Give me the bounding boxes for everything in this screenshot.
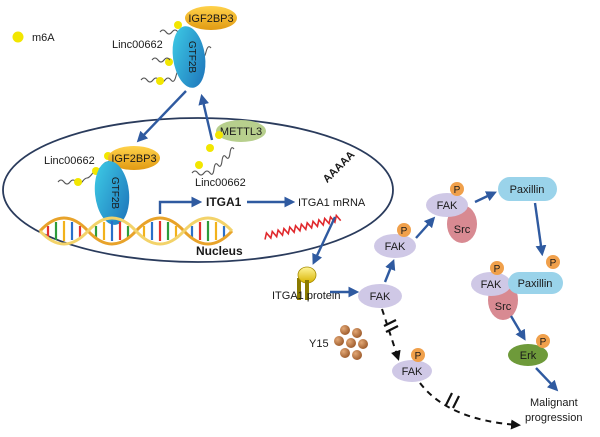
- arrow-complex-to-paxillin: [474, 191, 497, 204]
- linc00662-rna-mettl3: [191, 147, 235, 176]
- m6a-dot: [156, 77, 164, 85]
- mettl3-complex: METTL3 Linc00662: [191, 120, 266, 189]
- itga1-protein-label: ITGA1 protein: [272, 290, 340, 302]
- paxillin-label: Paxillin: [510, 184, 545, 196]
- itga1-mrna-label: ITGA1 mRNA: [298, 197, 366, 209]
- phospho-label: P: [454, 185, 461, 196]
- dna-base-pairs: [46, 221, 226, 241]
- itga1-protein-icon: [297, 266, 317, 300]
- fak-node-phospho: [374, 234, 416, 258]
- erk-node: [508, 344, 548, 366]
- linc00662-rna-top-tail: [151, 29, 179, 63]
- phospho-badge: [546, 255, 560, 269]
- m6a-dot: [206, 144, 214, 152]
- linc00662-label-top: Linc00662: [112, 39, 163, 51]
- phospho-badge: [536, 334, 550, 348]
- m6a-dot: [174, 21, 182, 29]
- m6a-legend-dot: [12, 31, 24, 43]
- phospho-badge: [411, 348, 425, 362]
- phospho-badge: [397, 223, 411, 237]
- phospho-label: P: [540, 337, 547, 348]
- dna-strand-b: [38, 216, 234, 246]
- nuclear-linc-complex: Linc00662 IGF2BP3 GTF2B: [44, 146, 160, 225]
- linc00662-label-mettl3: Linc00662: [195, 177, 246, 189]
- src-label: Src: [454, 224, 471, 236]
- igf2bp3-protein-top: [185, 6, 237, 30]
- phospho-label: P: [550, 258, 557, 269]
- gtf2b-protein-nuclear: [94, 161, 130, 225]
- fak-label: FAK: [437, 200, 458, 212]
- dashed-arrow-to-malignant-inhibited: [419, 382, 521, 430]
- dashed-arrow-fak-to-pfak-inhibited: [381, 308, 401, 361]
- arrow-paxillin-down: [533, 202, 547, 257]
- nucleus-membrane: [2, 117, 394, 263]
- fak-node-complex: [426, 193, 468, 217]
- phospho-badge: [490, 261, 504, 275]
- inhibition-mark: [445, 392, 460, 409]
- dna-double-helix: [38, 216, 234, 246]
- paxillin-node-complex: [508, 272, 563, 294]
- m6a-dot: [195, 161, 203, 169]
- arrow-translation: [312, 216, 337, 265]
- igf2bp3-protein-nuclear: [108, 146, 160, 170]
- phospho-label: P: [401, 226, 408, 237]
- itga1-mrna-molecule: [264, 213, 342, 240]
- mettl3-label: METTL3: [220, 126, 262, 138]
- paxillin-node: [498, 177, 557, 201]
- cytoplasm-linc-complex: GTF2B IGF2BP3 Linc00662: [112, 6, 237, 88]
- src-label: Src: [495, 301, 512, 313]
- arrow-complex-to-nucleus: [136, 90, 187, 143]
- phospho-badge: [450, 182, 464, 196]
- fak-label: FAK: [481, 279, 502, 291]
- poly-a-tail: AAAAA: [321, 149, 358, 186]
- malignant-progression-label-line1: Malignant: [530, 397, 578, 409]
- igf2bp3-label-nuclear: IGF2BP3: [111, 153, 156, 165]
- m6a-legend-label: m6A: [32, 32, 55, 44]
- m6a-dot: [74, 178, 82, 186]
- phospho-label: P: [494, 264, 501, 275]
- fak-node-lower-complex: [471, 272, 511, 296]
- fak-label: FAK: [385, 241, 406, 253]
- fak-label: FAK: [402, 366, 423, 378]
- m6a-dot: [215, 131, 223, 139]
- itga1-gene-label: ITGA1: [206, 195, 242, 209]
- gtf2b-label-nuclear: GTF2B: [109, 177, 120, 210]
- arrow-erk-to-malignant: [535, 367, 559, 392]
- arrow-complex-to-erk: [509, 315, 526, 341]
- fak-node-membrane: [358, 284, 402, 308]
- arrow-nucleus-to-cytoplasm: [198, 93, 214, 141]
- nucleus-label: Nucleus: [196, 244, 243, 258]
- paxillin-label: Paxillin: [518, 278, 553, 290]
- arrow-fak-to-pfak: [383, 258, 396, 283]
- linc00662-label-nuclear: Linc00662: [44, 155, 95, 167]
- fak-label: FAK: [370, 291, 391, 303]
- y15-label: Y15: [309, 338, 329, 350]
- y15-inhibitor-icon: [334, 325, 368, 360]
- arrow-pfak-to-fak-src: [415, 216, 436, 239]
- igf2bp3-label-top: IGF2BP3: [188, 13, 233, 25]
- phospho-label: P: [415, 351, 422, 362]
- itga1-tss-arrow: [158, 196, 203, 214]
- m6a-dot: [165, 58, 173, 66]
- gtf2b-protein-top: [172, 26, 206, 88]
- fak-node-inhibited: [392, 360, 432, 382]
- erk-label: Erk: [520, 350, 537, 362]
- malignant-progression-label-line2: progression: [525, 412, 582, 424]
- gtf2b-label-top: GTF2B: [186, 41, 197, 74]
- inhibition-mark: [383, 319, 399, 333]
- mettl3-protein: [216, 120, 266, 142]
